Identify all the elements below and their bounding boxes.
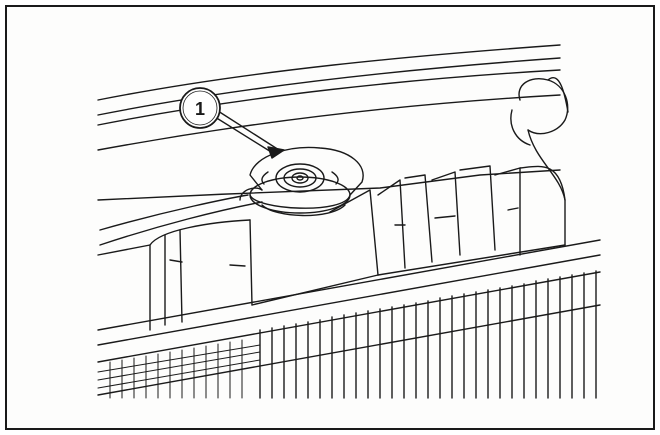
callout-1: 1 (179, 87, 221, 129)
upper-hose (510, 77, 569, 201)
radiator-tank (97, 165, 566, 331)
callout-leader (214, 110, 285, 159)
hood-lines (97, 44, 561, 151)
radiator-core-mesh (97, 339, 261, 399)
radiator-cap (99, 146, 364, 246)
radiator-core (97, 239, 601, 399)
callout-label: 1 (195, 99, 205, 119)
